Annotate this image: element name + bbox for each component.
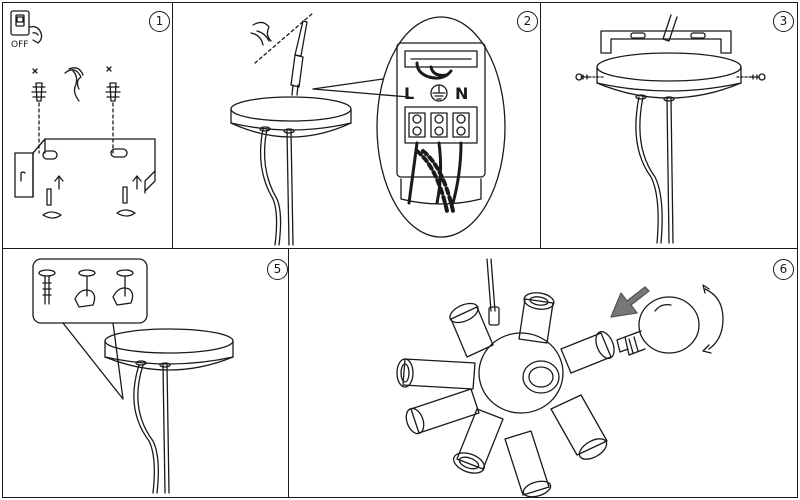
fixing-screw-icon: [38, 269, 56, 305]
panel-step-5: 5: [2, 248, 289, 498]
install-arrow-icon: [610, 286, 650, 318]
step-6-illustration: [396, 258, 724, 497]
lamp-holder-top-left-icon: [449, 302, 494, 358]
suspension-cable-icon: [486, 258, 500, 326]
mounting-bracket-icon: [600, 14, 732, 54]
supply-cable-icon: [259, 128, 294, 246]
step-3-illustration: [575, 14, 766, 244]
panel-step-3: 3: [540, 2, 798, 249]
panel-step-1: OFF 1: [2, 2, 173, 249]
light-bulb-icon: [616, 296, 700, 356]
mounting-bracket-icon: [14, 138, 156, 198]
rotate-arrow-icon: [702, 284, 724, 354]
lamp-holder-left-icon: [396, 358, 476, 390]
step-number-badge: 5: [267, 259, 288, 280]
terminal-block-icon: [396, 42, 486, 205]
lamp-holder-lower-right-icon: [550, 394, 608, 460]
screw-right-icon: [116, 175, 142, 217]
terminal-label-neutral: N: [455, 84, 468, 103]
step-number-badge: 3: [773, 11, 794, 32]
step-2-illustration: L N: [230, 12, 506, 246]
power-switch-off-icon: [10, 10, 43, 44]
panel-step-6: 6: [288, 248, 798, 498]
side-screw-left-icon: [575, 73, 604, 81]
lamp-holder-bottom-icon: [504, 430, 552, 497]
lamp-holder-bottom-left-icon: [453, 408, 504, 474]
wall-anchor-right-icon: [105, 66, 121, 154]
cable-bundle-icon: [64, 67, 84, 102]
side-screw-right-icon: [736, 73, 766, 81]
ceiling-rose-icon: [104, 328, 234, 371]
step-1-illustration: OFF: [10, 10, 156, 219]
lamp-wires-icon: [407, 61, 463, 205]
terminal-block-zoom-view: [376, 16, 506, 238]
supply-cable-icon: [133, 364, 170, 494]
terminal-label-live: L: [404, 84, 414, 103]
ceiling-rose-icon: [596, 52, 742, 102]
lamp-holder-right-icon: [560, 331, 615, 374]
wire-strands-icon: [250, 21, 272, 46]
screw-left-icon: [42, 175, 64, 219]
step-number-badge: 1: [149, 11, 170, 32]
step-number-badge: 6: [773, 259, 794, 280]
hand-tighten-second-icon: [112, 269, 134, 306]
lamp-holder-lower-left-icon: [405, 388, 480, 435]
switch-off-label: OFF: [11, 40, 28, 50]
step-5-illustration: [32, 258, 234, 494]
hand-tighten-icon: [74, 269, 96, 308]
step-number-badge: 2: [517, 11, 538, 32]
fixing-detail-callout: [32, 258, 148, 400]
lamp-holder-top-icon: [518, 292, 555, 344]
panel-step-2: L N 2: [172, 2, 541, 249]
lamp-hub-icon: [478, 332, 564, 414]
screwdriver-icon: [254, 12, 314, 96]
wall-anchor-left-icon: [31, 68, 47, 154]
supply-cable-icon: [635, 96, 674, 244]
earth-symbol-icon: [430, 84, 448, 102]
